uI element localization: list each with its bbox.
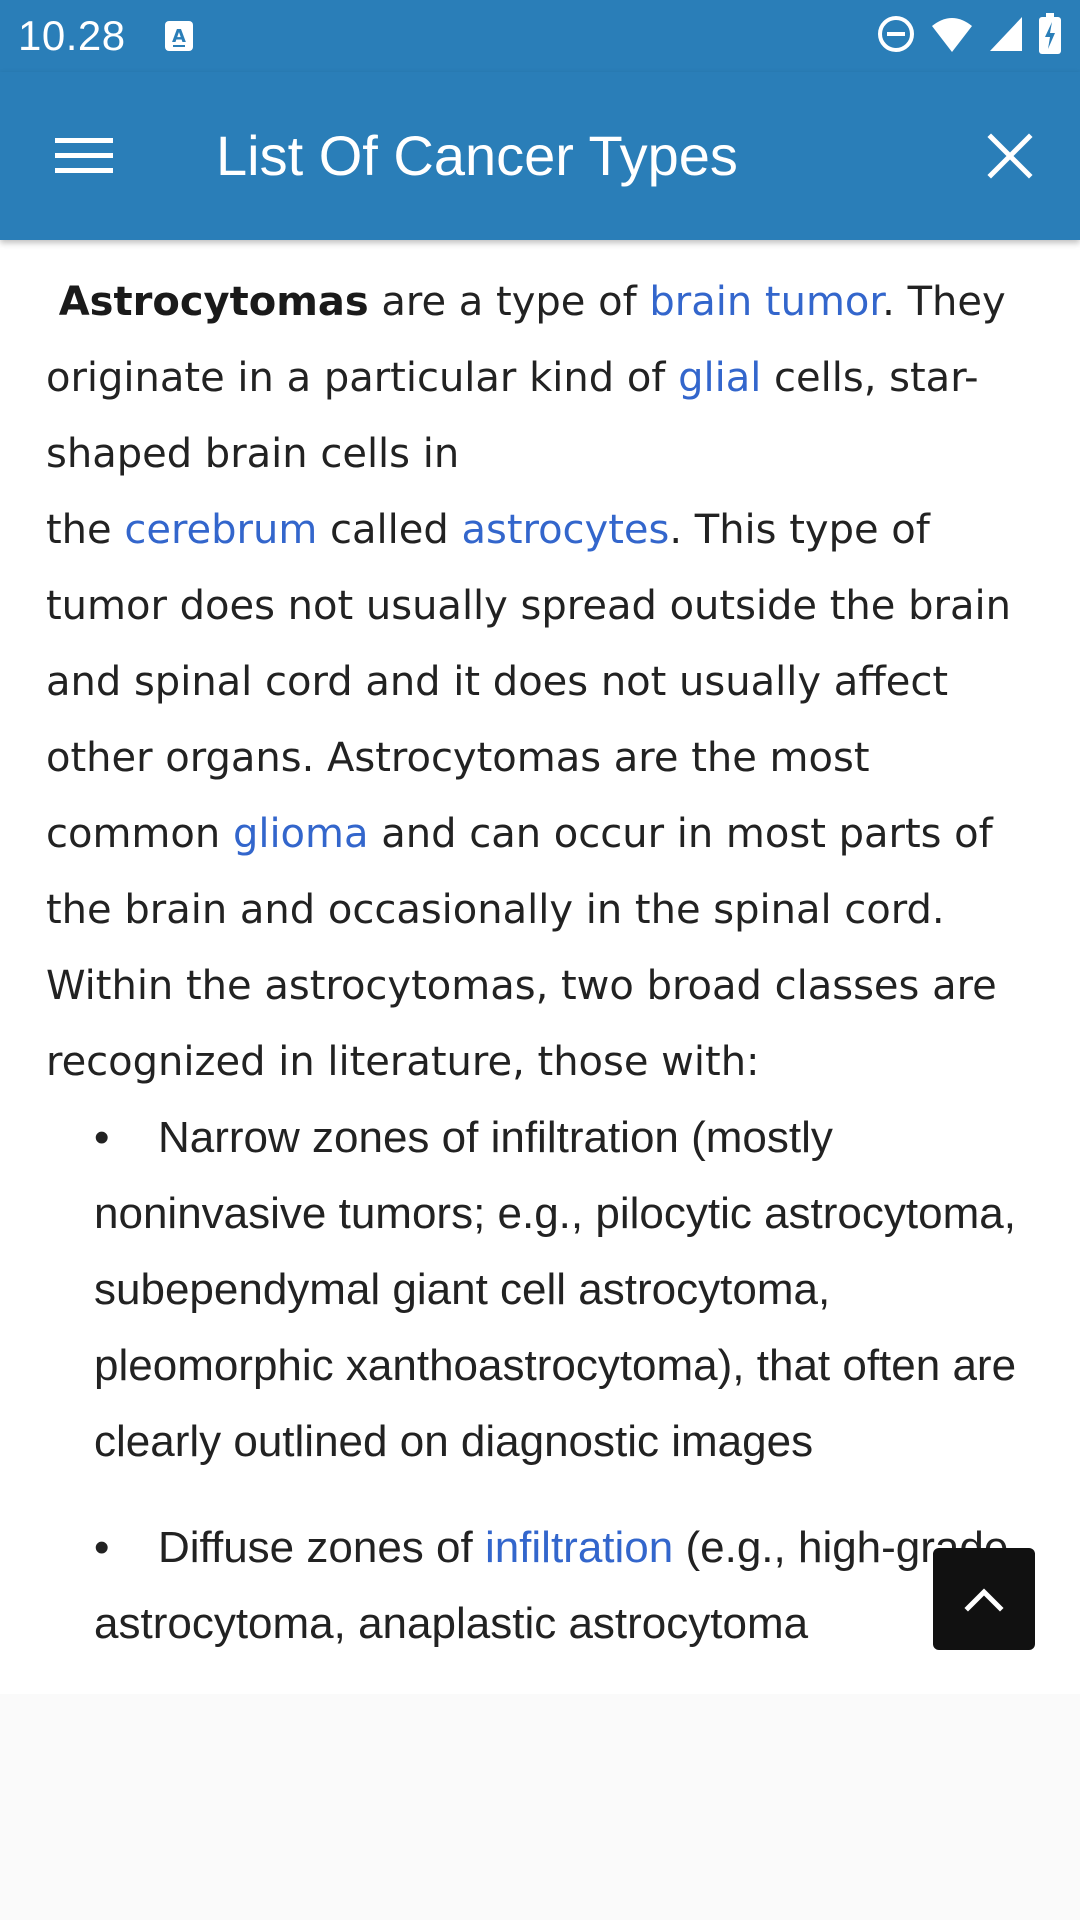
close-icon — [987, 133, 1033, 179]
link-glioma[interactable]: glioma — [232, 811, 369, 857]
bullet-dot: • — [94, 1523, 110, 1572]
notification-a-icon: A — [164, 20, 194, 52]
link-glial[interactable]: glial — [678, 355, 762, 401]
article-content[interactable]: Astrocytomas are a type of brain tumor. … — [0, 240, 1080, 1694]
article: Astrocytomas are a type of brain tumor. … — [0, 240, 1080, 1662]
cell-signal-icon — [988, 15, 1024, 57]
hamburger-menu-icon — [55, 138, 113, 173]
paragraph-text: called — [317, 507, 462, 553]
do-not-disturb-icon — [876, 14, 916, 58]
link-infiltration[interactable]: infiltration — [484, 1523, 674, 1572]
chevron-up-icon — [964, 1588, 1004, 1612]
bottom-blank-area — [0, 1694, 1080, 1920]
list-item: • Diffuse zones of infiltration (e.g., hi… — [94, 1510, 1034, 1662]
link-astrocytes[interactable]: astrocytes — [461, 507, 670, 553]
list-item-text: Diffuse zones of — [158, 1523, 485, 1572]
status-bar: 10.28 A — [0, 0, 1080, 72]
paragraph-text: cells, star-shaped brain cells in — [46, 355, 979, 477]
list-item-text: Narrow zones of infiltration (mostly non… — [94, 1113, 1017, 1466]
term-astrocytomas: Astrocytomas — [58, 279, 369, 325]
status-time: 10.28 — [18, 12, 126, 59]
wifi-icon — [930, 14, 974, 58]
bullet-list: •Narrow zones of infiltration (mostly no… — [46, 1100, 1034, 1662]
menu-button[interactable] — [46, 126, 122, 186]
paragraph-text: . This type of tumor does not usually sp… — [46, 507, 1011, 857]
link-cerebrum[interactable]: cerebrum — [124, 507, 318, 553]
article-paragraph: Astrocytomas are a type of brain tumor. … — [46, 264, 1034, 1100]
list-item: •Narrow zones of infiltration (mostly no… — [94, 1100, 1034, 1480]
status-icons — [876, 13, 1062, 59]
link-brain-tumor[interactable]: brain tumor — [649, 279, 883, 325]
list-item-text: (e.g., high-grade astrocytoma, anaplasti… — [94, 1523, 1009, 1648]
svg-text:A: A — [172, 26, 186, 47]
scroll-to-top-button[interactable] — [933, 1548, 1035, 1650]
app-bar: List Of Cancer Types — [0, 72, 1080, 240]
bullet-dot: • — [94, 1113, 110, 1162]
close-button[interactable] — [978, 124, 1042, 188]
paragraph-text: and can occur in most parts of the brain… — [46, 811, 997, 1085]
paragraph-text: are a type of — [368, 279, 650, 325]
page-title: List Of Cancer Types — [216, 124, 738, 187]
paragraph-text: . They originate in a particular kind of — [46, 279, 1006, 401]
paragraph-text: the — [46, 507, 125, 553]
battery-charging-icon — [1038, 13, 1062, 59]
